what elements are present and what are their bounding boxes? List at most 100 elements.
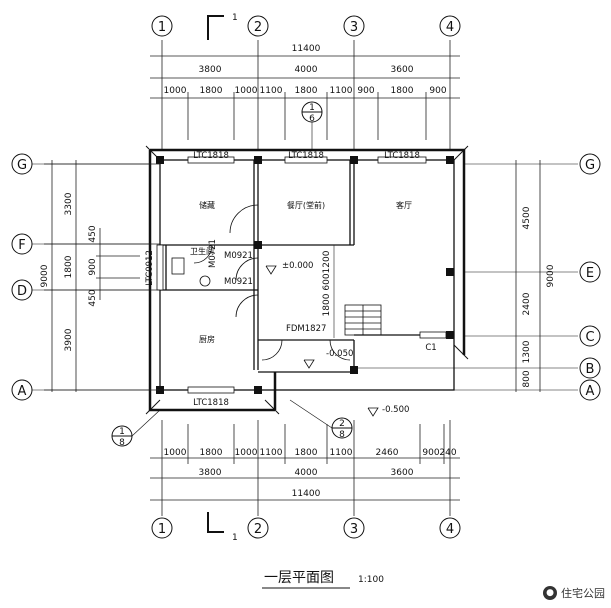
top-sub-dim-7: 900 — [357, 86, 374, 96]
detail-ref-top-num: 1 — [309, 103, 315, 113]
window-tag-left: LTC0912 — [145, 250, 155, 286]
grid-axis-2-top: 2 — [254, 20, 262, 35]
window-tag-c1: C1 — [425, 343, 436, 353]
bottom-sub-dim-7: 2460 — [376, 448, 399, 458]
left-part-dim-3: 3900 — [64, 328, 74, 351]
top-sub-dim-4: 1100 — [260, 86, 283, 96]
section-mark-bottom — [207, 512, 224, 533]
exterior-walls — [148, 148, 466, 412]
grid-axis-4-top: 4 — [446, 20, 454, 35]
bottom-span-dim-1: 3800 — [199, 468, 222, 478]
bottom-dimensions — [150, 420, 460, 516]
left-outer-dim: 9000 — [40, 264, 50, 287]
left-dimensions — [44, 160, 160, 392]
top-sub-dim-3: 1000 — [235, 86, 258, 96]
bottom-sub-dim-6: 1100 — [330, 448, 353, 458]
window-tag-bottom: LTC1818 — [193, 398, 229, 408]
grid-axis-1-bottom: 1 — [158, 522, 166, 537]
grid-axis-e: E — [586, 266, 594, 281]
grid-axis-4-bottom: 4 — [446, 522, 454, 537]
roof-bevel-lines — [145, 145, 469, 415]
grid-axis-a-right: A — [586, 384, 595, 399]
grid-axis-c: C — [585, 330, 594, 345]
detail-ref-left — [111, 409, 161, 447]
room-kitchen: 厨房 — [199, 334, 215, 344]
bottom-span-dim-2: 4000 — [295, 468, 318, 478]
section-mark-top-label: 1 — [232, 13, 238, 23]
left-part-dim-1: 3300 — [64, 192, 74, 215]
left-part-dim-2: 1800 — [64, 255, 74, 278]
mid-dim-2: 600 — [322, 273, 332, 290]
top-sub-dim-8: 1800 — [391, 86, 414, 96]
top-total-dim: 11400 — [292, 44, 321, 54]
bottom-sub-dim-5: 1800 — [295, 448, 318, 458]
bottom-sub-dim-9: 240 — [439, 448, 456, 458]
door-tag-2: M0921 — [224, 277, 253, 287]
stair-symbol — [344, 304, 382, 336]
room-living: 客厅 — [396, 200, 412, 210]
detail-ref-left-num: 1 — [119, 427, 125, 437]
right-part-dim-2: 2400 — [522, 292, 532, 315]
top-sub-dim-1: 1000 — [164, 86, 187, 96]
level-outside: -0.500 — [382, 405, 409, 415]
grid-axis-lines — [32, 163, 578, 391]
bathroom-fixtures — [171, 257, 211, 287]
grid-axis-f: F — [18, 238, 25, 253]
grid-axis-3-bottom: 3 — [350, 522, 358, 537]
level-marker-outside — [367, 407, 379, 417]
bottom-span-dim-3: 3600 — [391, 468, 414, 478]
section-mark-top — [207, 15, 224, 40]
room-storage: 储藏 — [199, 200, 215, 210]
wechat-icon: ● — [543, 586, 557, 600]
bottom-total-dim: 11400 — [292, 489, 321, 499]
right-part-dim-4: 800 — [522, 370, 532, 387]
detail-ref-mid-den: 8 — [339, 430, 345, 440]
top-span-dim-1: 3800 — [199, 65, 222, 75]
top-span-dim-2: 4000 — [295, 65, 318, 75]
grid-bubbles-right — [579, 153, 601, 401]
grid-axis-3-top: 3 — [350, 20, 358, 35]
level-marker-floor — [265, 265, 277, 275]
top-sub-dim-2: 1800 — [200, 86, 223, 96]
front-door-tag: FDM1827 — [286, 324, 326, 334]
right-dimensions — [515, 160, 541, 392]
grid-axis-1-top: 1 — [158, 20, 166, 35]
top-sub-dim-6: 1100 — [330, 86, 353, 96]
bottom-sub-dim-2: 1800 — [200, 448, 223, 458]
bottom-sub-dim-3: 1000 — [235, 448, 258, 458]
grid-axis-g-right: G — [585, 158, 595, 173]
window-symbols — [156, 156, 447, 394]
level-marker-entry — [303, 359, 315, 369]
left-inner-dim-3: 450 — [88, 289, 98, 306]
left-inner-dim-1: 450 — [88, 225, 98, 242]
structural-columns — [156, 156, 454, 394]
door-tag-1: M0921 — [224, 251, 253, 261]
grid-axis-a-left: A — [18, 384, 27, 399]
top-dimensions — [150, 40, 460, 150]
grid-axis-d: D — [17, 284, 27, 299]
detail-ref-mid — [289, 399, 353, 439]
detail-ref-top-den: 6 — [309, 114, 315, 124]
window-tag-top-1: LTC1818 — [193, 151, 229, 161]
section-mark-bottom-label: 1 — [232, 533, 238, 543]
detail-ref-left-den: 8 — [119, 438, 125, 448]
door-swings — [193, 204, 351, 361]
inner-wall-lines — [159, 159, 455, 391]
grid-bubbles-bottom — [151, 517, 461, 539]
grid-bubbles-left — [11, 153, 33, 401]
grid-axis-g: G — [17, 158, 27, 173]
right-outer-dim: 9000 — [546, 264, 556, 287]
right-part-dim-3: 1300 — [522, 340, 532, 363]
bottom-sub-dim-8: 900 — [422, 448, 439, 458]
grid-axis-b: B — [586, 362, 595, 377]
grid-bubbles-top — [151, 15, 461, 37]
bottom-sub-dim-4: 1100 — [260, 448, 283, 458]
level-entry: -0.050 — [326, 349, 353, 359]
mid-dim-3: 1800 — [322, 293, 332, 316]
level-floor: ±0.000 — [282, 261, 313, 271]
left-inner-dim-2: 900 — [88, 258, 98, 275]
room-bathroom: 卫生间 — [190, 246, 214, 256]
room-dining: 餐厅(堂前) — [287, 200, 325, 210]
door-tag-3: M0721 — [208, 239, 218, 268]
